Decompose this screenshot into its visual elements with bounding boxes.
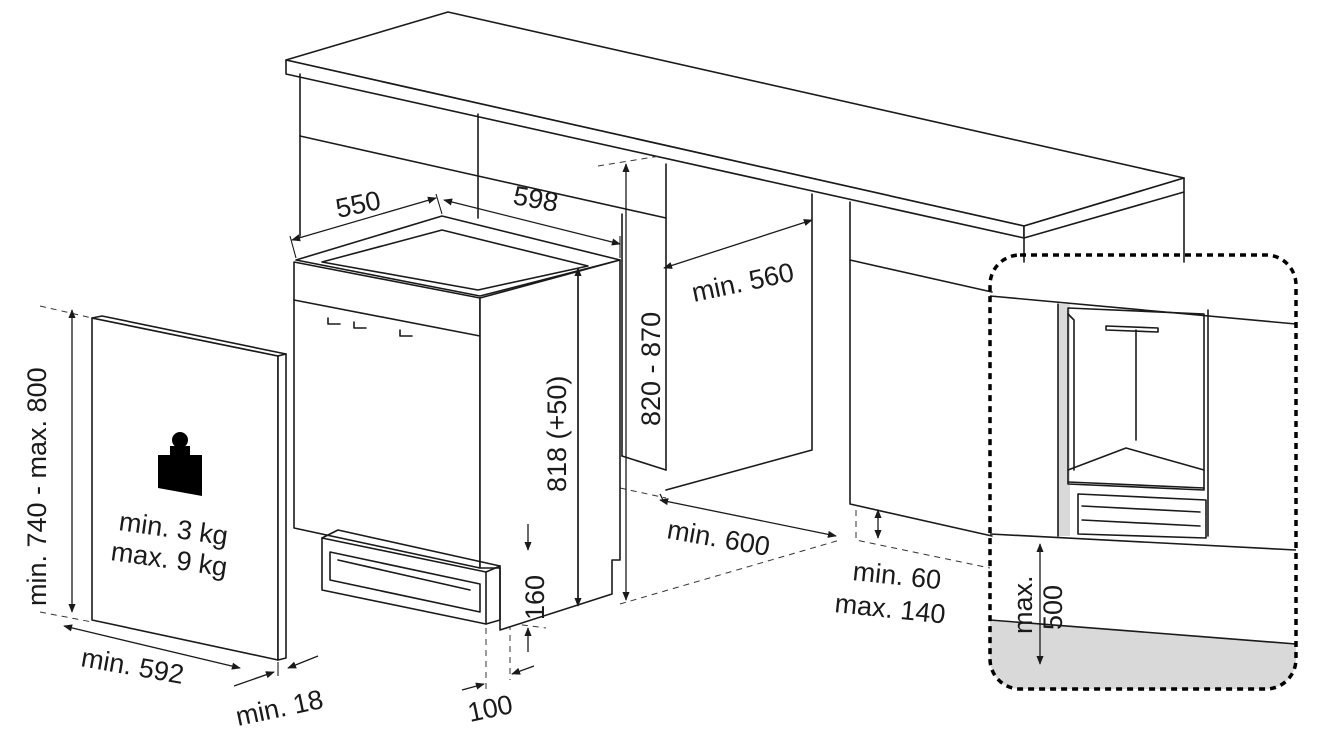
plinth-height-min-label: min. 60 xyxy=(851,556,942,595)
plinth-gap-label: 160 xyxy=(520,575,550,620)
floor-depth-label: min. 600 xyxy=(665,514,772,562)
panel-thickness-label: min. 18 xyxy=(233,684,326,732)
cabinet-right xyxy=(621,191,1185,537)
depth-label: 550 xyxy=(333,185,383,224)
panel-height-label: min. 740 - max. 800 xyxy=(22,367,52,606)
weight-icon xyxy=(158,432,202,496)
niche-depth-label: min. 560 xyxy=(689,257,797,308)
countertop xyxy=(285,11,1185,239)
plinth-height-max-label: max. 140 xyxy=(833,588,947,629)
detail-value-label: 500 xyxy=(1038,585,1068,630)
dishwasher xyxy=(293,215,621,631)
panel-width-label: min. 592 xyxy=(79,642,186,690)
appliance-height-label: 818 (+50) xyxy=(542,376,572,492)
detail-inset: max. 500 xyxy=(988,253,1298,691)
width-label: 598 xyxy=(511,180,561,217)
detail-max-label: max. xyxy=(1008,575,1038,634)
plinth-depth-label: 100 xyxy=(465,689,515,728)
niche-height-label: 820 - 870 xyxy=(636,312,666,426)
